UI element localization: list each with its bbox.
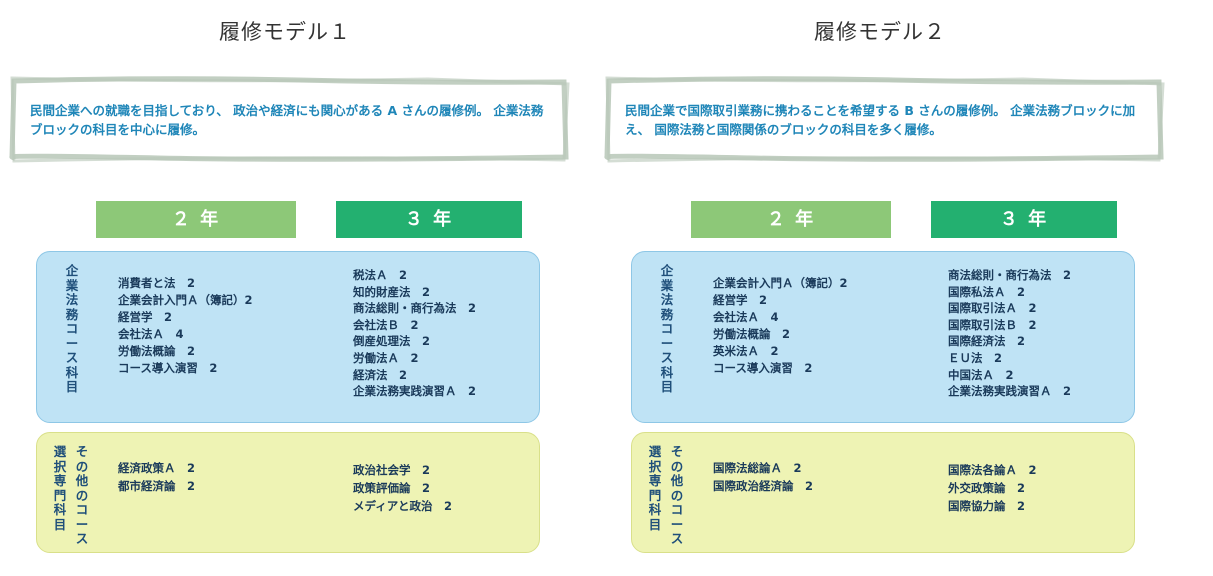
list-item: 国際経済法 2 (948, 334, 1026, 349)
year-3-header: ３ 年 (931, 201, 1117, 238)
model-1: 履修モデル１ 民間企業への就職を目指しており、 政治や経済にも関心がある A さ… (0, 0, 600, 576)
model-title: 履修モデル２ (814, 20, 946, 44)
elective-subjects-label: 選択専門科目 (53, 444, 67, 532)
chalk-frame (604, 76, 1165, 163)
list-item: 企業法務実践演習Ａ 2 (948, 384, 1072, 399)
list-item: コース導入演習 2 (118, 361, 218, 375)
list-item: 政治社会学 2 (353, 463, 431, 477)
list-item: 国際取引法Ａ 2 (948, 301, 1037, 316)
list-item: 外交政策論 2 (948, 481, 1026, 495)
list-item: 国際法各論Ａ 2 (948, 463, 1037, 477)
description-text: 民間企業で国際取引業務に携わることを希望する B さんの履修例。 企業法務ブロッ… (625, 103, 1136, 137)
corp-year2-list: 消費者と法 2 企業会計入門Ａ（簿記）2 経営学 2 会社法Ａ 4 労働法概論 … (118, 275, 253, 377)
chalk-frame (9, 76, 570, 163)
list-item: 企業会計入門Ａ（簿記）2 (118, 293, 253, 307)
other-course-panel: 選択専門科目 その他のコース 経済政策Ａ 2 都市経済論 2 政治社会学 2 政… (36, 432, 540, 553)
year-3-header: ３ 年 (336, 201, 522, 238)
year-2-header: ２ 年 (96, 201, 296, 238)
list-item: 中国法Ａ 2 (948, 367, 1014, 382)
year-2-header: ２ 年 (691, 201, 891, 238)
elective-subjects-label: 選択専門科目 (648, 444, 662, 532)
list-item: 都市経済論 2 (118, 479, 196, 493)
list-item: 知的財産法 2 (353, 284, 431, 299)
list-item: 会社法Ｂ 2 (353, 317, 419, 332)
corp-year3-list: 商法総則・商行為法 2 国際私法Ａ 2 国際取引法Ａ 2 国際取引法Ｂ 2 国際… (948, 267, 1071, 400)
corporate-law-course-label: 企業法務コース科目 (65, 263, 79, 394)
corp-year3-list: 税法Ａ 2 知的財産法 2 商法総則・商行為法 2 会社法Ｂ 2 倒産処理法 2… (353, 267, 476, 400)
list-item: 税法Ａ 2 (353, 268, 408, 282)
list-item: 企業法務実践演習Ａ 2 (353, 384, 477, 399)
list-item: 商法総則・商行為法 2 (948, 268, 1072, 282)
list-item: 経営学 2 (713, 293, 768, 307)
model-2: 履修モデル２ 民間企業で国際取引業務に携わることを希望する B さんの履修例。 … (595, 0, 1195, 576)
list-item: ＥＵ法 2 (948, 350, 1003, 365)
corporate-law-course-panel: 企業法務コース科目 消費者と法 2 企業会計入門Ａ（簿記）2 経営学 2 会社法… (36, 251, 540, 423)
list-item: 国際私法Ａ 2 (948, 284, 1026, 299)
list-item: 国際法総論Ａ 2 (713, 461, 802, 475)
other-year2-list: 国際法総論Ａ 2 国際政治経済論 2 (713, 459, 813, 495)
other-course-panel: 選択専門科目 その他のコース 国際法総論Ａ 2 国際政治経済論 2 国際法各論Ａ… (631, 432, 1135, 553)
list-item: 労働法概論 2 (118, 344, 196, 358)
list-item: 英米法Ａ 2 (713, 344, 779, 358)
list-item: 消費者と法 2 (118, 276, 196, 290)
other-year3-list: 国際法各論Ａ 2 外交政策論 2 国際協力論 2 (948, 461, 1037, 515)
list-item: 会社法Ａ 4 (118, 327, 184, 341)
other-course-label: その他のコース (75, 444, 89, 546)
list-item: 商法総則・商行為法 2 (353, 301, 477, 316)
list-item: 国際政治経済論 2 (713, 479, 814, 493)
list-item: コース導入演習 2 (713, 361, 813, 375)
list-item: 国際協力論 2 (948, 499, 1026, 513)
list-item: 労働法概論 2 (713, 327, 791, 341)
list-item: 会社法Ａ 4 (713, 310, 779, 324)
list-item: 労働法Ａ 2 (353, 350, 419, 365)
other-year2-list: 経済政策Ａ 2 都市経済論 2 (118, 459, 195, 495)
list-item: 国際取引法Ｂ 2 (948, 317, 1037, 332)
list-item: 企業会計入門Ａ（簿記）2 (713, 276, 848, 290)
list-item: 政策評価論 2 (353, 481, 431, 495)
description-text: 民間企業への就職を目指しており、 政治や経済にも関心がある A さんの履修例。 … (30, 103, 544, 137)
model-title: 履修モデル１ (219, 20, 351, 44)
corporate-law-course-label: 企業法務コース科目 (660, 263, 674, 394)
other-course-label: その他のコース (670, 444, 684, 546)
corp-year2-list: 企業会計入門Ａ（簿記）2 経営学 2 会社法Ａ 4 労働法概論 2 英米法Ａ 2… (713, 275, 848, 377)
description-board: 民間企業で国際取引業務に携わることを希望する B さんの履修例。 企業法務ブロッ… (603, 73, 1165, 163)
other-year3-list: 政治社会学 2 政策評価論 2 メディアと政治 2 (353, 461, 452, 515)
list-item: 経済政策Ａ 2 (118, 461, 196, 475)
list-item: 経営学 2 (118, 310, 173, 324)
list-item: メディアと政治 2 (353, 499, 452, 513)
list-item: 経済法 2 (353, 367, 408, 382)
description-board: 民間企業への就職を目指しており、 政治や経済にも関心がある A さんの履修例。 … (8, 73, 570, 163)
list-item: 倒産処理法 2 (353, 334, 431, 349)
corporate-law-course-panel: 企業法務コース科目 企業会計入門Ａ（簿記）2 経営学 2 会社法Ａ 4 労働法概… (631, 251, 1135, 423)
